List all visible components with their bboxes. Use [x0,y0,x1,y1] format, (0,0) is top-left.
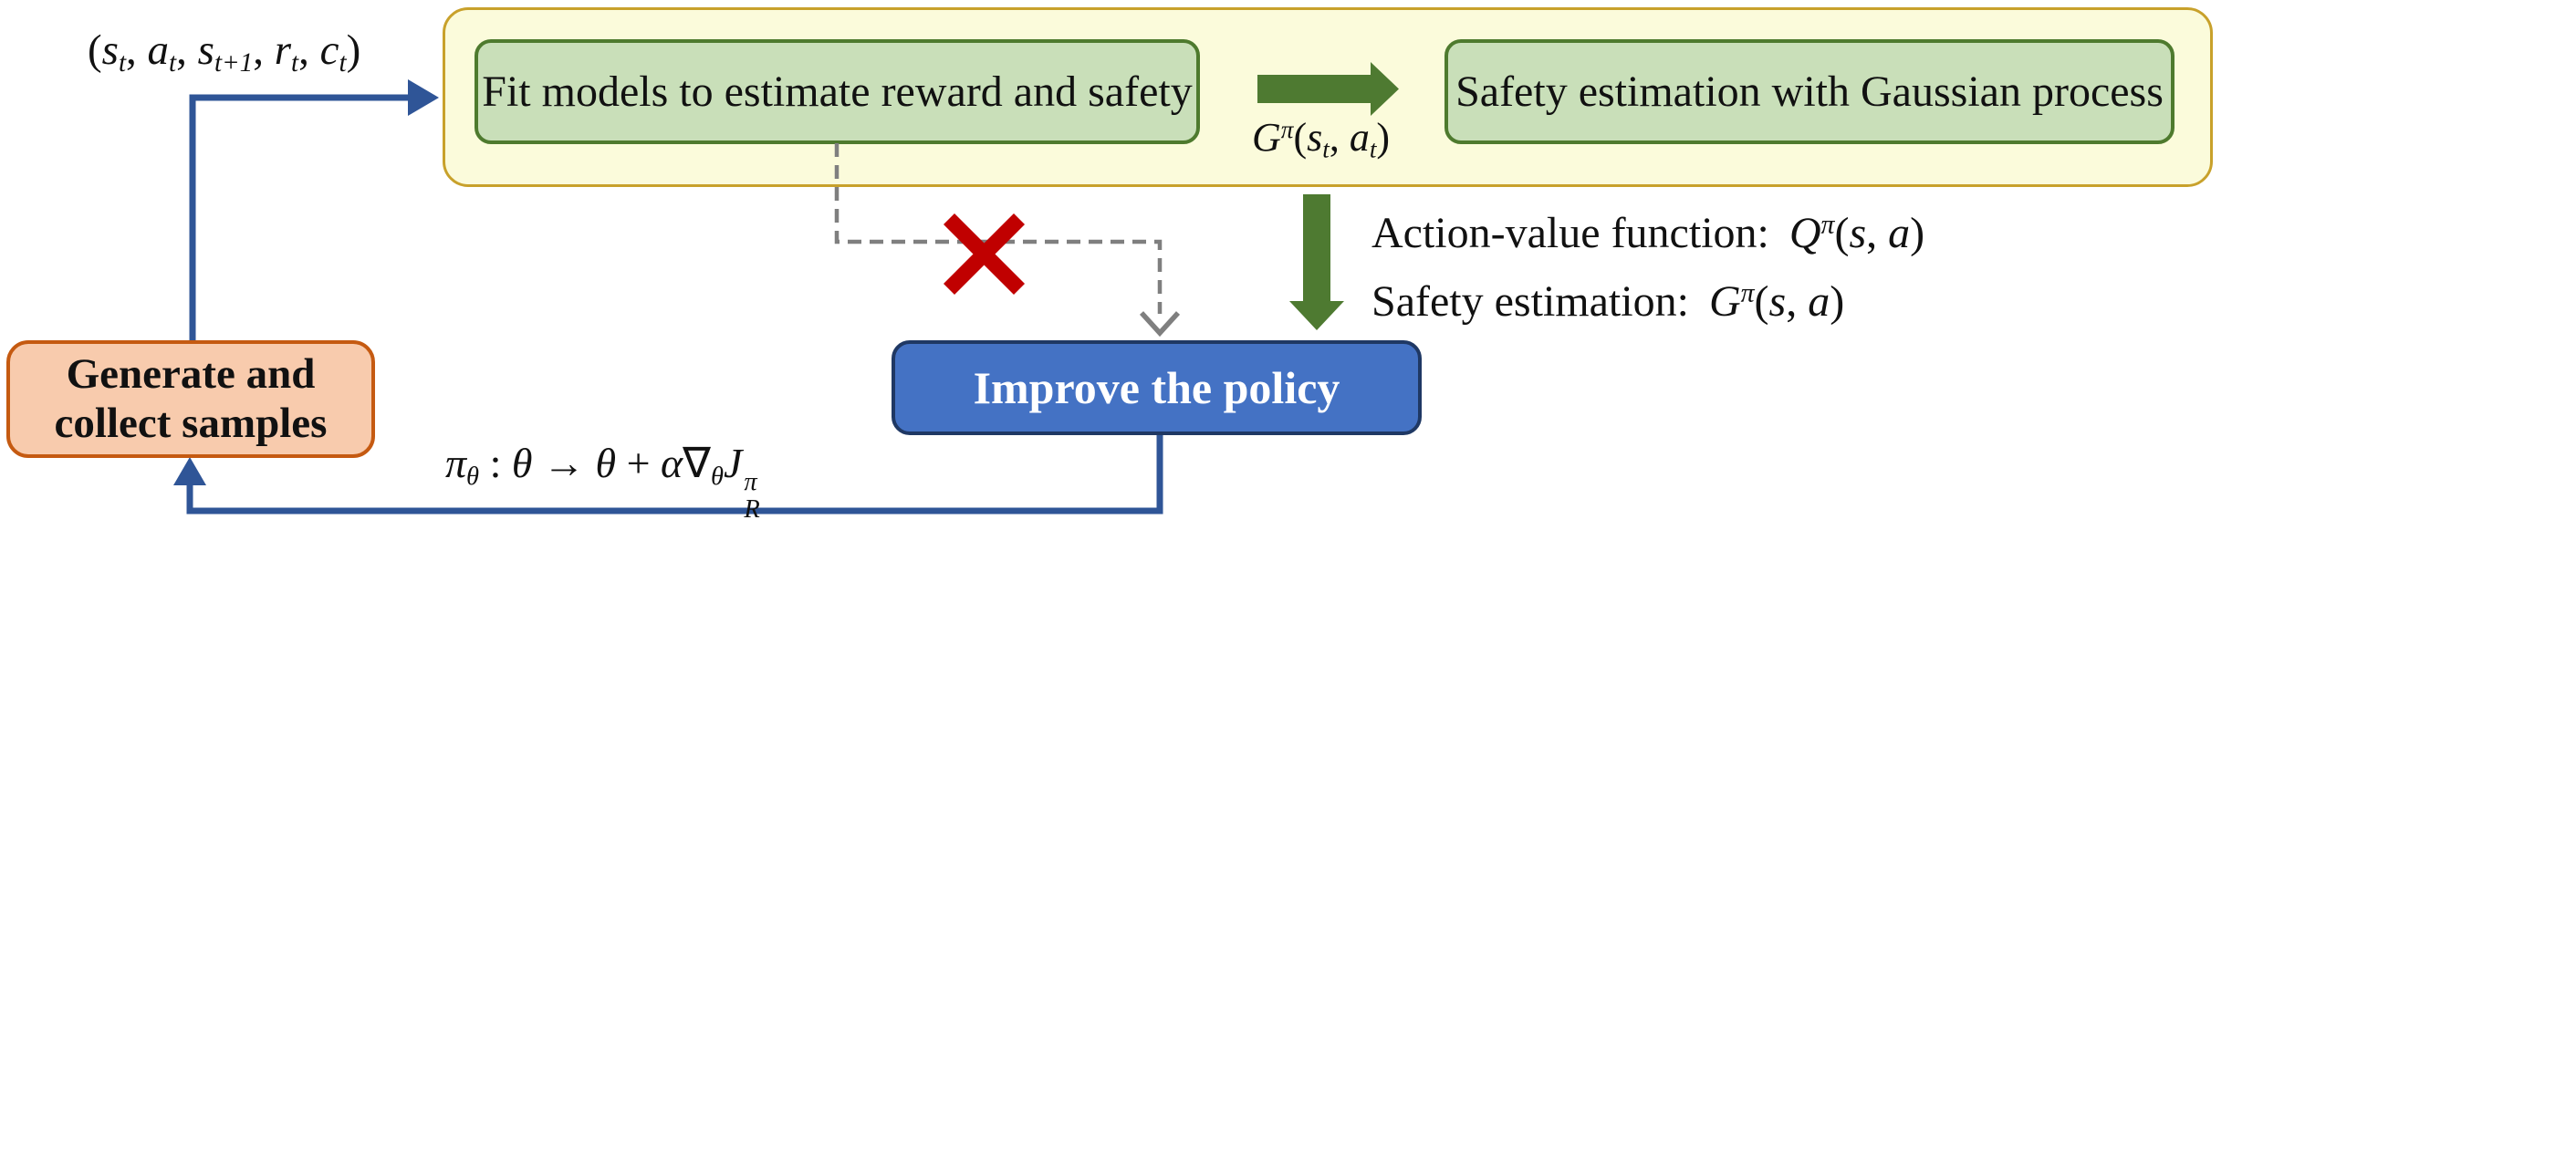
generate-samples-label-line1: Generate and [66,349,316,398]
generate-samples-label: Generate and collect samples [55,350,328,448]
gp-output-label: Gπ(st, at) [1252,115,1391,163]
improve-policy-box: Improve the policy [892,340,1422,435]
fit-models-box: Fit models to estimate reward and safety [475,39,1200,144]
safety-estimation-label: Safety estimation: Gπ(s, a) [1371,276,1844,327]
policy-to-collect-arrowhead-icon [173,457,206,485]
collect-to-fit-arrowhead-icon [408,79,439,116]
fit-to-gp-arrow-icon [1257,62,1399,116]
sample-tuple-label: (st, at, st+1, rt, ct) [88,26,361,78]
action-value-prefix: Action-value function: [1371,209,1769,257]
gp-to-policy-arrow-icon [1289,194,1344,330]
safety-estimation-math: Gπ(s, a) [1708,277,1845,326]
blocked-cross-icon [943,213,1026,296]
policy-to-collect-arrow-icon [186,432,1163,515]
blocked-arrowhead-icon [1139,311,1181,338]
generate-samples-box: Generate and collect samples [6,340,375,458]
collect-to-fit-arrow-icon [189,94,408,341]
action-value-math: Qπ(s, a) [1789,209,1925,257]
blocked-dashed-arrow-icon [834,143,1163,314]
improve-policy-label: Improve the policy [973,362,1340,413]
gp-estimation-box: Safety estimation with Gaussian process [1444,39,2174,144]
fit-models-label: Fit models to estimate reward and safety [482,68,1193,116]
generate-samples-label-line2: collect samples [54,399,328,447]
safety-estimation-prefix: Safety estimation: [1371,277,1689,326]
gp-estimation-label: Safety estimation with Gaussian process [1455,68,2164,116]
action-value-label: Action-value function: Qπ(s, a) [1371,208,1924,258]
